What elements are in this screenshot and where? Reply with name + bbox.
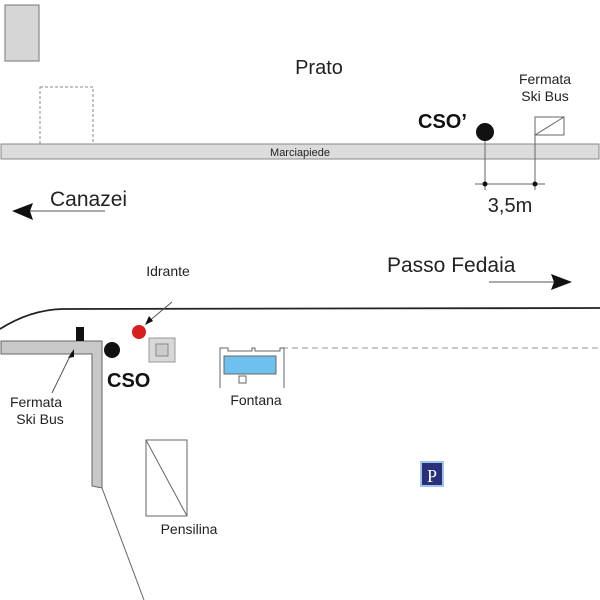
fountain-water <box>223 355 277 375</box>
dimension-dot-right <box>532 181 538 187</box>
dashed-structure <box>39 86 94 146</box>
road-edge <box>0 307 600 330</box>
bus-stop-bottom-label-1: Fermata <box>10 394 62 410</box>
prato-label: Prato <box>295 57 343 79</box>
bus-stop-bottom-pointer <box>51 351 73 394</box>
building-top-left <box>4 4 40 62</box>
canazei-label: Canazei <box>50 188 127 211</box>
bus-stop-top-label-2: Ski Bus <box>521 88 568 104</box>
fountain-spout <box>238 375 247 384</box>
bus-stop-top-sign-diagonal <box>534 116 565 136</box>
square-object-inner <box>155 343 169 357</box>
passo-fedaia-label: Passo Fedaia <box>387 254 516 277</box>
hydrant-marker[interactable] <box>132 325 146 339</box>
cso-label: CSO <box>107 370 150 392</box>
distance-label: 3,5m <box>488 195 532 217</box>
hydrant-pointer <box>147 301 173 323</box>
bus-stop-bottom-label-2: Ski Bus <box>16 411 63 427</box>
shelter-label: Pensilina <box>161 521 218 537</box>
sidewalk-label: Marciapiede <box>270 147 330 159</box>
sidewalk <box>0 143 600 160</box>
fountain-label: Fontana <box>230 392 282 408</box>
dimension-dot-left <box>482 181 488 187</box>
bus-stop-post <box>76 327 84 341</box>
parking-letter: P <box>427 466 437 486</box>
cso-marker[interactable] <box>104 342 120 358</box>
bus-stop-top-label-1: Fermata <box>519 71 571 87</box>
arrow-left-icon <box>12 203 33 220</box>
pointer-arrowhead <box>68 349 74 358</box>
arrow-right-icon <box>551 274 572 290</box>
shelter-diagonal <box>145 439 188 517</box>
hydrant-label: Idrante <box>146 263 190 279</box>
l-sidewalk <box>0 340 103 489</box>
boundary-line <box>101 487 145 600</box>
parking-icon[interactable] <box>422 463 442 485</box>
cso-prime-marker[interactable] <box>476 123 494 141</box>
cso-prime-label: CSO’ <box>418 111 467 133</box>
hydrant-pointer-arrowhead <box>145 316 153 325</box>
